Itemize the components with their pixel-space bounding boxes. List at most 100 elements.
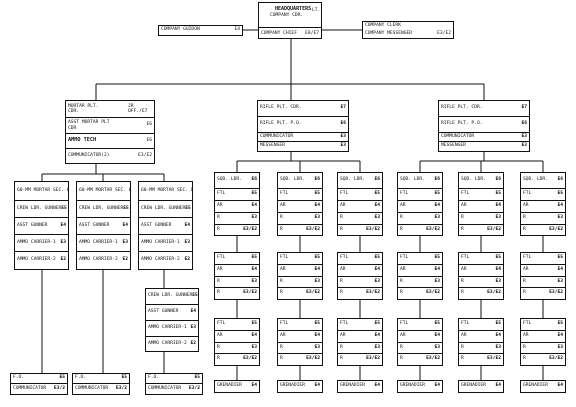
fo-comm: COMMUNICATOR bbox=[75, 385, 109, 391]
ftl-label: FTL bbox=[280, 255, 289, 261]
ar-label: AR bbox=[400, 267, 406, 273]
ammo-carrier-1: AMMO CARRIER-1 bbox=[79, 239, 118, 245]
rifleman-label: R bbox=[280, 278, 283, 284]
asst-gunner-grade: E4 bbox=[190, 309, 196, 315]
ar-grade: E4 bbox=[374, 333, 380, 339]
rifle-po-grade: E6 bbox=[521, 121, 527, 127]
ar-label: AR bbox=[280, 267, 286, 273]
grenadier-label: GRENADIER bbox=[280, 383, 305, 389]
rifleman-label: R bbox=[340, 278, 343, 284]
squad-leader: SQD. LDR. bbox=[280, 177, 305, 183]
rifleman-grade: E3 bbox=[557, 278, 563, 284]
squad-leader: SQD. LDR. bbox=[461, 177, 486, 183]
rifleman-label: R bbox=[217, 290, 220, 296]
ar-label: AR bbox=[340, 203, 346, 209]
crew-ldr: CREW LDR. GUNNER bbox=[17, 205, 62, 211]
rifleman-grade: E3 bbox=[251, 215, 257, 221]
fo-grade: E5 bbox=[194, 375, 200, 381]
ar-label: AR bbox=[461, 267, 467, 273]
rifleman-label: R bbox=[400, 278, 403, 284]
ar-label: AR bbox=[523, 267, 529, 273]
ar-label: AR bbox=[400, 333, 406, 339]
mortar-cdr: MORTAR PLT. CDR. bbox=[68, 103, 99, 115]
asst-gunner-grade: E4 bbox=[60, 222, 66, 228]
rifleman-label: R bbox=[340, 290, 343, 296]
rifle-po: RIFLE PLT. P.O. bbox=[441, 121, 483, 127]
guidon-label: COMPANY GUIDON bbox=[161, 27, 200, 33]
rifleman-label: R bbox=[340, 226, 343, 232]
rifleman-grade: E3 bbox=[434, 215, 440, 221]
asst-gunner: ASST GUNNER bbox=[141, 222, 172, 228]
asst-gunner: ASST GUNNER bbox=[79, 222, 110, 228]
ar-grade: E4 bbox=[434, 203, 440, 209]
ammo-carrier-1-grade: E3 bbox=[60, 239, 66, 245]
rifle-msgr: MESSENGER bbox=[260, 143, 285, 149]
crew-ldr-grade: E5 bbox=[123, 205, 129, 211]
rifleman-grade: E3/E2 bbox=[549, 226, 563, 232]
ar-grade: E4 bbox=[314, 203, 320, 209]
ar-label: AR bbox=[340, 267, 346, 273]
rifleman-grade: E3/E2 bbox=[487, 290, 501, 296]
rifleman-label: R bbox=[217, 356, 220, 362]
rifleman-label: R bbox=[461, 344, 464, 350]
fo-grade: E5 bbox=[121, 375, 127, 381]
ftl-grade: E5 bbox=[495, 191, 501, 197]
ftl-grade: E5 bbox=[434, 191, 440, 197]
ftl-grade: E5 bbox=[314, 255, 320, 261]
ftl-label: FTL bbox=[400, 321, 409, 327]
ftl-label: FTL bbox=[217, 255, 226, 261]
rifleman-label: R bbox=[461, 215, 464, 221]
rifleman-grade: E3/E2 bbox=[549, 356, 563, 362]
asst-gunner-grade: E4 bbox=[184, 222, 190, 228]
ftl-grade: E5 bbox=[251, 255, 257, 261]
rifleman-grade: E3 bbox=[314, 344, 320, 350]
rifleman-label: R bbox=[280, 344, 283, 350]
squad-leader-grade: E6 bbox=[314, 177, 320, 183]
rifleman-label: R bbox=[523, 226, 526, 232]
ar-label: AR bbox=[523, 333, 529, 339]
rifleman-label: R bbox=[400, 344, 403, 350]
ftl-label: FTL bbox=[461, 255, 470, 261]
rifleman-grade: E3 bbox=[251, 278, 257, 284]
rifleman-grade: E3 bbox=[495, 344, 501, 350]
rifleman-grade: E3/E2 bbox=[487, 356, 501, 362]
ftl-grade: E5 bbox=[557, 191, 563, 197]
squad-leader-grade: E6 bbox=[434, 177, 440, 183]
ar-grade: E4 bbox=[251, 203, 257, 209]
ftl-grade: E5 bbox=[374, 191, 380, 197]
ftl-label: FTL bbox=[340, 191, 349, 197]
grenadier-grade: E4 bbox=[314, 383, 320, 389]
rifleman-grade: E3/E2 bbox=[426, 356, 440, 362]
rifleman-grade: E3 bbox=[434, 278, 440, 284]
ammo-carrier-1-grade: E3 bbox=[122, 239, 128, 245]
ftl-label: FTL bbox=[400, 191, 409, 197]
ar-grade: E4 bbox=[495, 333, 501, 339]
ar-grade: E4 bbox=[557, 267, 563, 273]
rifleman-grade: E3 bbox=[557, 215, 563, 221]
asst-gunner: ASST GUNNER bbox=[17, 222, 48, 228]
rifleman-grade: E3 bbox=[374, 278, 380, 284]
rifle-comm: COMMUNICATOR bbox=[441, 133, 475, 139]
rifleman-grade: E3/E2 bbox=[306, 290, 320, 296]
mortar-comm-grade: E3/E2 bbox=[138, 152, 152, 158]
ar-label: AR bbox=[280, 203, 286, 209]
hq-chief: COMPANY CHIEF bbox=[261, 30, 297, 36]
crew-ldr: CREW LDR. GUNNER bbox=[148, 293, 193, 299]
ftl-label: FTL bbox=[523, 191, 532, 197]
rifleman-grade: E3 bbox=[374, 344, 380, 350]
ftl-label: FTL bbox=[340, 321, 349, 327]
ftl-label: FTL bbox=[461, 321, 470, 327]
ammo-carrier-2-grade: E2 bbox=[190, 341, 196, 347]
hq-box: HEADQUARTERS COMPANY CDR. LT. COMPANY CH… bbox=[258, 2, 322, 39]
ammo-carrier-1: AMMO CARRIER-1 bbox=[141, 239, 180, 245]
